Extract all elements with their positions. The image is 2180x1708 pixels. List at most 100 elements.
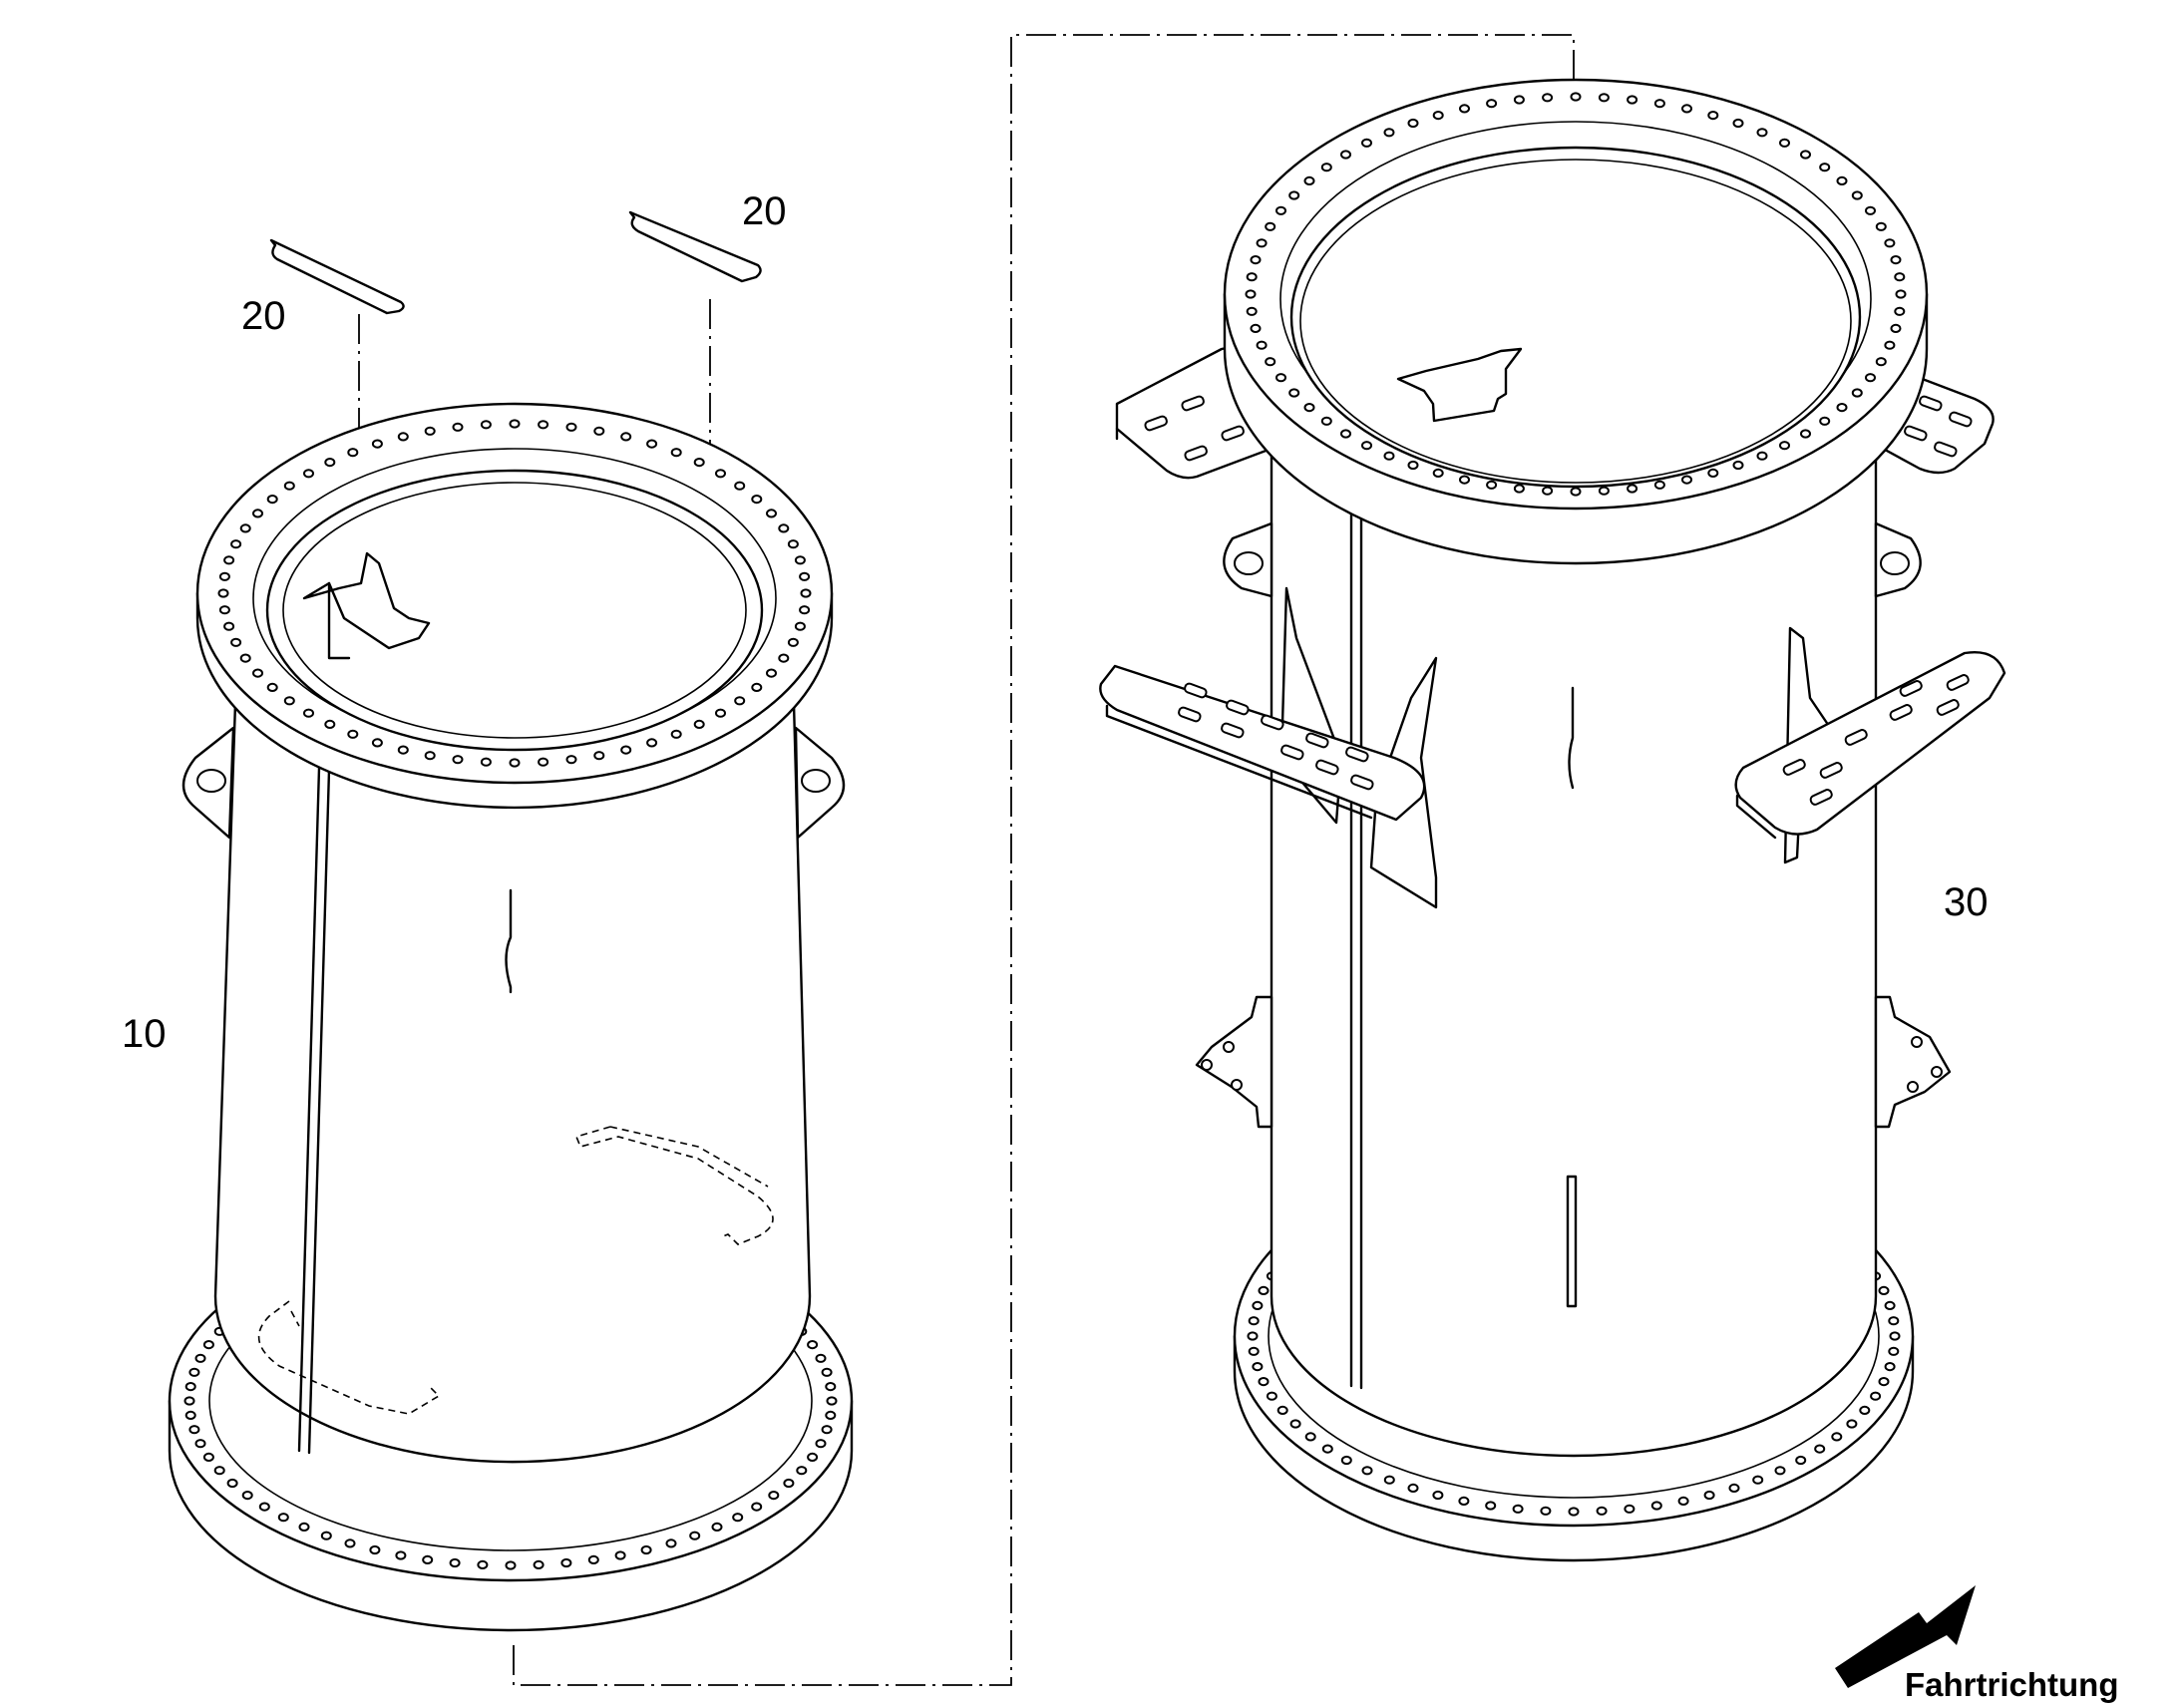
bolt-hole	[538, 420, 549, 430]
bolt-hole	[1432, 468, 1444, 478]
bolt-hole	[1865, 205, 1876, 215]
bolt-hole	[825, 1382, 837, 1392]
bolt-hole	[783, 1478, 795, 1489]
bolt-hole	[1288, 190, 1300, 200]
bolt-hole	[1681, 475, 1692, 485]
bolt-hole	[1756, 128, 1768, 138]
bolt-hole	[715, 708, 726, 718]
bolt-hole	[807, 1340, 819, 1350]
bolt-hole	[1851, 190, 1863, 200]
bolt-hole	[1889, 1331, 1901, 1341]
bolt-hole	[298, 1522, 310, 1533]
bolt-hole	[766, 668, 777, 678]
platform-mid-right-30	[1734, 626, 2006, 864]
bolt-hole	[1250, 323, 1262, 333]
bolt-hole	[751, 1502, 763, 1512]
bolt-hole	[1627, 484, 1638, 494]
bolt-hole	[277, 1513, 289, 1523]
bolt-hole	[1256, 238, 1268, 248]
bolt-hole	[1598, 486, 1610, 496]
bolt-hole	[1884, 1362, 1896, 1372]
bolt-hole	[230, 637, 242, 647]
bolt-hole	[1252, 1362, 1264, 1372]
bolt-hole	[241, 1491, 253, 1501]
bolt-hole	[1831, 1432, 1843, 1442]
bolt-hole	[799, 605, 811, 615]
bolt-hole	[766, 509, 777, 518]
bolt-hole	[1320, 163, 1332, 172]
bolt-hole	[194, 1439, 206, 1449]
conical-shell-10	[182, 701, 846, 1464]
bolt-hole	[1890, 255, 1902, 265]
top-flange-30	[1223, 78, 1929, 565]
bolt-hole	[1875, 221, 1887, 231]
bolt-hole	[1383, 128, 1395, 138]
bolt-hole	[778, 653, 790, 663]
bolt-hole	[1703, 1490, 1715, 1501]
bolt-hole	[1627, 95, 1638, 105]
bolt-hole	[1485, 1501, 1497, 1511]
bolt-hole	[1878, 1377, 1890, 1387]
bolt-hole	[1542, 93, 1554, 103]
bolt-hole	[252, 668, 263, 678]
bolt-hole	[1361, 441, 1372, 451]
bolt-hole	[1732, 460, 1744, 471]
bolt-hole	[230, 539, 242, 549]
bolt-hole	[799, 571, 811, 581]
bolt-hole	[1340, 1455, 1352, 1466]
bolt-hole	[1383, 451, 1395, 461]
bolt-hole	[1321, 1444, 1333, 1454]
bolt-hole	[1875, 357, 1887, 367]
bolt-hole	[1878, 1285, 1890, 1296]
bolt-hole	[395, 1550, 407, 1560]
bolt-hole	[778, 523, 790, 533]
bolt-hole	[184, 1382, 196, 1392]
bolt-hole	[1247, 1331, 1259, 1341]
bolt-hole	[1258, 1285, 1270, 1296]
bolt-hole	[1407, 460, 1419, 471]
bolt-hole	[1540, 1506, 1552, 1516]
bolt-hole	[1568, 1507, 1580, 1517]
bolt-hole	[1432, 111, 1444, 121]
bolt-hole	[640, 1544, 652, 1555]
bolt-hole	[565, 422, 577, 432]
bolt-hole	[670, 729, 682, 739]
bolt-hole	[732, 1513, 744, 1523]
bolt-hole	[693, 719, 705, 730]
bolt-hole	[1836, 403, 1848, 413]
bolt-hole	[593, 426, 605, 436]
bolt-hole	[734, 481, 746, 491]
bolt-hole	[283, 481, 295, 491]
bolt-hole	[1340, 429, 1351, 439]
bolt-hole	[1596, 1506, 1608, 1516]
bolt-hole	[194, 1353, 206, 1363]
bolt-hole	[768, 1491, 780, 1501]
bolt-hole	[223, 621, 235, 631]
bolt-hole	[1458, 1496, 1470, 1507]
side-lug-right-30	[1874, 521, 1922, 598]
bolt-hole	[1890, 323, 1902, 333]
bolt-hole	[223, 555, 235, 565]
bolt-hole	[1819, 163, 1831, 172]
bolt-hole	[620, 432, 632, 442]
bolt-hole	[320, 1531, 332, 1540]
bolt-hole	[218, 605, 230, 615]
lifting-lug-right	[794, 726, 846, 840]
bolt-hole	[787, 637, 799, 647]
bolt-hole	[1779, 138, 1790, 148]
bolt-hole	[1407, 118, 1419, 129]
bolt-hole	[821, 1367, 833, 1377]
bolt-hole	[796, 1466, 808, 1476]
bolt-hole	[1303, 175, 1315, 185]
bolt-hole	[1707, 111, 1719, 121]
bolt-hole	[1252, 1300, 1264, 1311]
bolt-hole	[1276, 1405, 1288, 1416]
lower-bracket-left-30	[1195, 995, 1273, 1129]
bolt-hole	[505, 1560, 517, 1570]
bolt-hole	[1361, 1466, 1373, 1476]
bolt-hole	[665, 1538, 677, 1548]
bolt-hole	[1258, 1377, 1270, 1387]
bolt-hole	[1752, 1475, 1764, 1485]
bolt-hole	[1728, 1483, 1740, 1494]
